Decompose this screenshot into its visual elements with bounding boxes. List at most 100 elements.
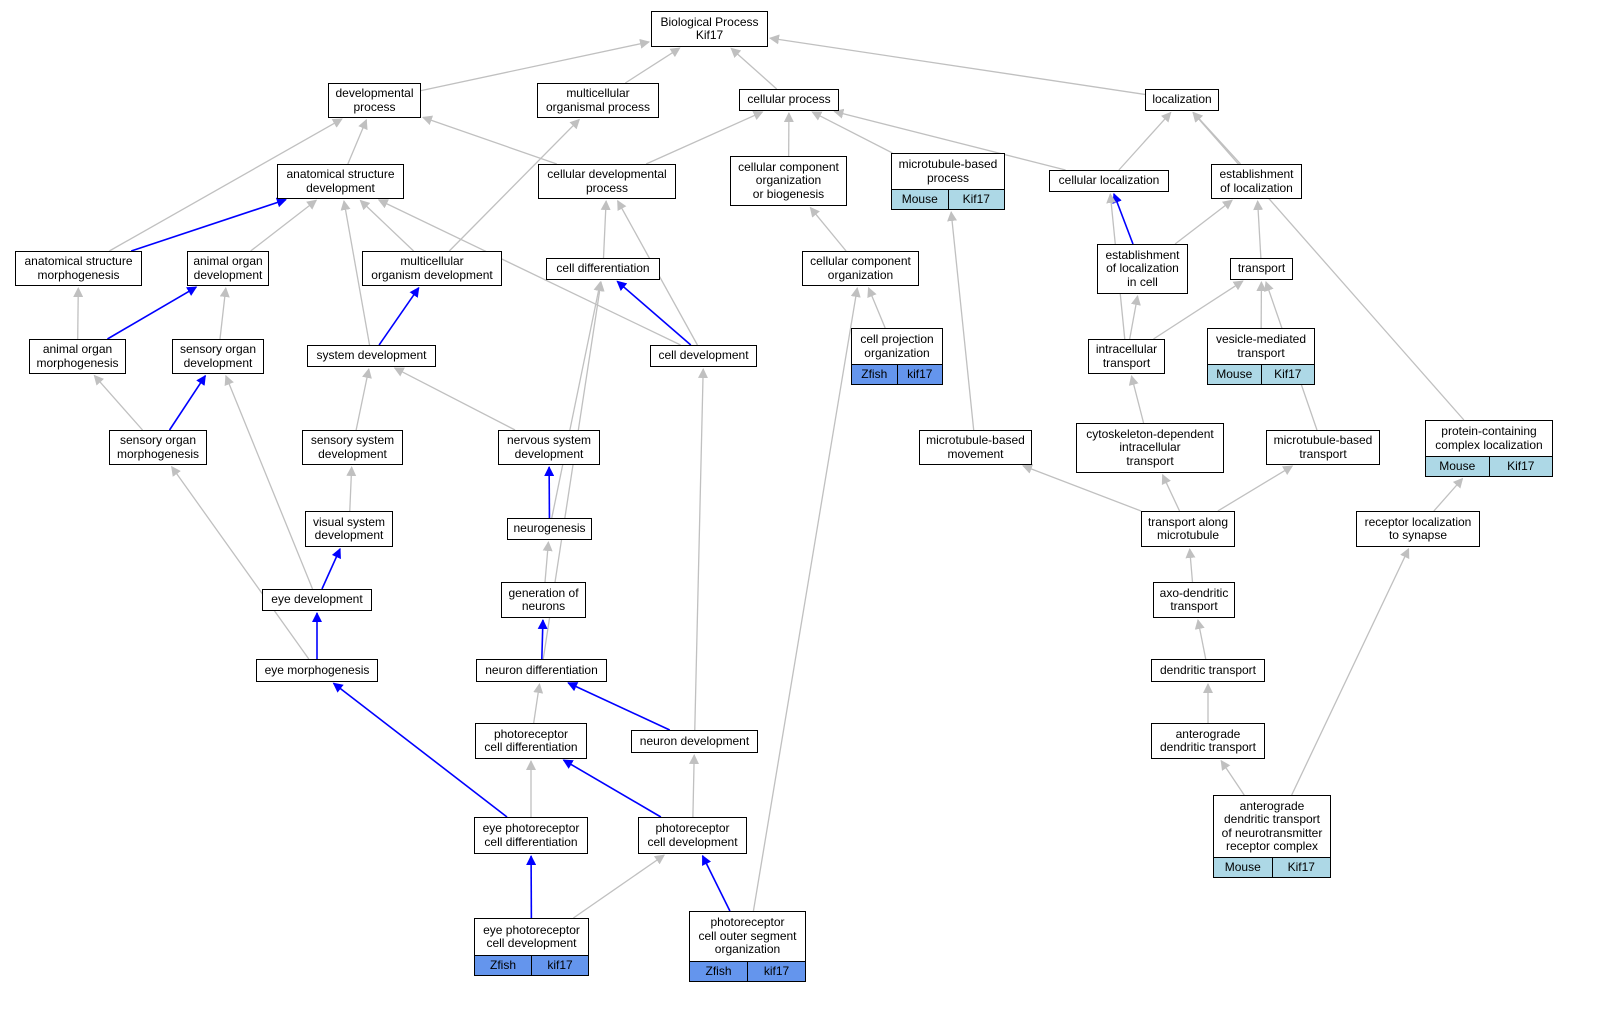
node-intracellular-transport[interactable]: intracellular transport: [1088, 339, 1165, 374]
node-multicellular-organismal-process[interactable]: multicellular organismal process: [537, 83, 659, 118]
node-label: receptor localization to synapse: [1364, 514, 1472, 542]
node-vesicle-mediated-transport[interactable]: vesicle-mediated transport Mouse Kif17: [1207, 328, 1315, 385]
node-microtubule-based-process[interactable]: microtubule-based process Mouse Kif17: [891, 153, 1005, 210]
annotation-row: Zfish kif17: [852, 364, 942, 384]
gene-cell: kif17: [896, 365, 942, 384]
gene-cell: Kif17: [1260, 365, 1314, 384]
node-anterograde-dendritic-transport-of-neurotransmitter-receptor-complex[interactable]: anterograde dendritic transport of neuro…: [1213, 795, 1331, 878]
node-label: developmental process: [335, 86, 414, 114]
node-dendritic-transport[interactable]: dendritic transport: [1151, 659, 1265, 682]
is-a-edge: [393, 367, 516, 431]
is-a-edge: [340, 199, 371, 346]
node-system-development[interactable]: system development: [307, 345, 436, 367]
node-generation-of-neurons[interactable]: generation of neurons: [501, 582, 586, 618]
node-cellular-localization[interactable]: cellular localization: [1049, 170, 1169, 192]
node-transport[interactable]: transport: [1230, 258, 1293, 280]
node-photoreceptor-cell-development[interactable]: photoreceptor cell development: [638, 817, 747, 854]
node-label: localization: [1152, 92, 1212, 107]
node-sensory-organ-development[interactable]: sensory organ development: [172, 339, 264, 374]
node-visual-system-development[interactable]: visual system development: [305, 511, 393, 547]
node-photoreceptor-cell-differentiation[interactable]: photoreceptor cell differentiation: [475, 723, 587, 759]
is-a-edge: [377, 199, 681, 346]
node-cellular-developmental-process[interactable]: cellular developmental process: [538, 164, 676, 199]
node-label: sensory system development: [310, 433, 395, 461]
node-microtubule-based-transport[interactable]: microtubule-based transport: [1266, 430, 1380, 465]
node-label: anatomical structure development: [286, 167, 395, 195]
node-axo-dendritic-transport[interactable]: axo-dendritic transport: [1153, 582, 1235, 618]
node-neuron-development[interactable]: neuron development: [631, 730, 758, 753]
node-sensory-organ-morphogenesis[interactable]: sensory organ morphogenesis: [109, 430, 207, 465]
node-nervous-system-development[interactable]: nervous system development: [498, 430, 600, 465]
node-cellular-process[interactable]: cellular process: [739, 89, 839, 111]
node-label: cellular component organization: [810, 254, 911, 282]
is-a-edge: [1192, 111, 1465, 421]
node-label: establishment of localization in cell: [1105, 247, 1180, 289]
annotation-row: Mouse Kif17: [1426, 456, 1552, 476]
node-anatomical-structure-morphogenesis[interactable]: anatomical structure morphogenesis: [15, 251, 142, 286]
node-sensory-system-development[interactable]: sensory system development: [302, 430, 403, 465]
node-developmental-process[interactable]: developmental process: [328, 83, 421, 118]
part-of-edge: [616, 280, 692, 346]
node-anterograde-dendritic-transport[interactable]: anterograde dendritic transport: [1151, 723, 1265, 759]
species-cell: Zfish: [690, 962, 747, 981]
is-a-edge: [1128, 374, 1145, 424]
is-a-edge: [867, 286, 886, 329]
node-animal-organ-development[interactable]: animal organ development: [187, 251, 269, 286]
part-of-edge: [1112, 192, 1134, 245]
gene-cell: kif17: [531, 956, 588, 975]
node-label: cellular developmental process: [547, 167, 667, 195]
node-neurogenesis[interactable]: neurogenesis: [507, 518, 592, 540]
is-a-edge: [1185, 547, 1196, 583]
node-label: transport along microtubule: [1147, 514, 1229, 542]
node-label: animal organ morphogenesis: [36, 342, 119, 370]
gene-cell: Kif17: [947, 190, 1004, 209]
node-label: neurogenesis: [513, 521, 586, 536]
node-eye-photoreceptor-cell-differentiation[interactable]: eye photoreceptor cell differentiation: [474, 817, 588, 854]
node-neuron-differentiation[interactable]: neuron differentiation: [476, 659, 607, 682]
node-photoreceptor-cell-outer-segment-organization[interactable]: photoreceptor cell outer segment organiz…: [689, 911, 806, 982]
is-a-edge: [1194, 618, 1207, 660]
node-cytoskeleton-dependent-intracellular-transport[interactable]: cytoskeleton-dependent intracellular tra…: [1076, 423, 1224, 473]
node-label: cell projection organization: [860, 332, 934, 360]
is-a-edge: [1253, 199, 1264, 259]
node-protein-containing-complex-localization[interactable]: protein-containing complex localization …: [1425, 420, 1553, 477]
node-anatomical-structure-development[interactable]: anatomical structure development: [277, 164, 404, 199]
node-label: multicellular organismal process: [545, 86, 651, 114]
part-of-edge: [537, 618, 548, 660]
node-cell-differentiation[interactable]: cell differentiation: [546, 258, 660, 280]
is-a-edge: [1022, 464, 1142, 512]
is-a-edge: [1217, 465, 1294, 512]
node-eye-development[interactable]: eye development: [262, 589, 372, 611]
is-a-edge: [1220, 759, 1245, 796]
node-establishment-of-localization-in-cell[interactable]: establishment of localization in cell: [1097, 244, 1188, 294]
node-cell-development[interactable]: cell development: [650, 345, 757, 367]
is-a-edge: [624, 47, 681, 84]
node-label: microtubule-based movement: [926, 433, 1025, 461]
node-label: intracellular transport: [1095, 342, 1158, 370]
node-label: cellular process: [747, 92, 831, 107]
node-label: eye morphogenesis: [264, 662, 370, 677]
node-animal-organ-morphogenesis[interactable]: animal organ morphogenesis: [29, 339, 126, 374]
node-cell-projection-organization[interactable]: cell projection organization Zfish kif17: [851, 328, 943, 385]
node-multicellular-organism-development[interactable]: multicellular organism development: [362, 251, 502, 286]
node-cellular-component-organization[interactable]: cellular component organization: [802, 251, 919, 286]
is-a-edge: [93, 374, 144, 431]
node-receptor-localization-to-synapse[interactable]: receptor localization to synapse: [1356, 511, 1480, 547]
node-label: cell development: [658, 348, 749, 363]
annotation-row: Zfish kif17: [475, 955, 588, 975]
is-a-edge: [1161, 473, 1181, 512]
node-microtubule-based-movement[interactable]: microtubule-based movement: [919, 430, 1032, 465]
is-a-edge: [421, 115, 557, 165]
node-label: neuron differentiation: [485, 662, 598, 677]
species-cell: Zfish: [475, 956, 531, 975]
node-localization[interactable]: localization: [1145, 89, 1219, 111]
node-biological-process[interactable]: Biological Process Kif17: [651, 11, 768, 47]
node-cellular-component-organization-or-biogenesis[interactable]: cellular component organization or bioge…: [730, 156, 847, 206]
node-label: nervous system development: [506, 433, 592, 461]
node-eye-photoreceptor-cell-development[interactable]: eye photoreceptor cell development Zfish…: [474, 918, 589, 976]
is-a-edge: [1291, 547, 1410, 796]
node-label: microtubule-based transport: [1273, 433, 1373, 461]
node-transport-along-microtubule[interactable]: transport along microtubule: [1141, 511, 1235, 547]
node-eye-morphogenesis[interactable]: eye morphogenesis: [256, 659, 378, 682]
node-establishment-of-localization[interactable]: establishment of localization: [1211, 164, 1302, 199]
